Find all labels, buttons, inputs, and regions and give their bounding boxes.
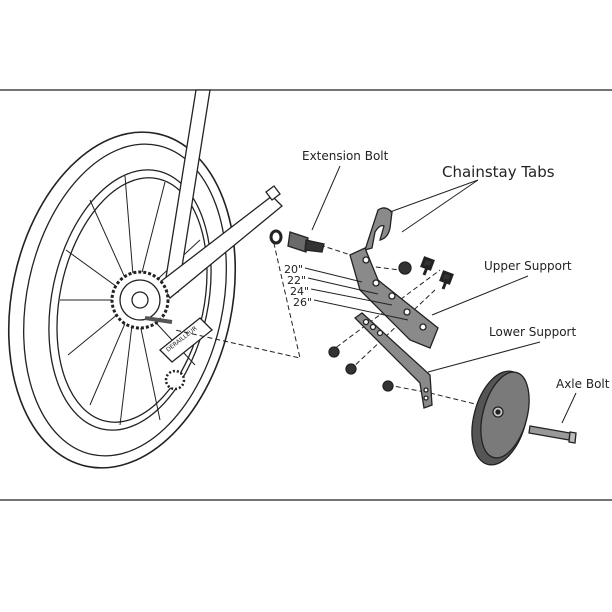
derailleur bbox=[159, 317, 213, 391]
washer bbox=[269, 229, 283, 245]
label-upper-support: Upper Support bbox=[484, 259, 572, 273]
label-axle-bolt: Axle Bolt bbox=[556, 377, 610, 391]
nuts-and-bolts bbox=[328, 256, 454, 392]
extension-bolt-part bbox=[287, 231, 325, 253]
lower-support-part bbox=[353, 312, 433, 409]
label-chainstay-tabs: Chainstay Tabs bbox=[442, 163, 555, 181]
leader-lines bbox=[304, 165, 577, 424]
wheel-size-22: 22" bbox=[287, 274, 307, 287]
axle-bolt-part bbox=[528, 425, 577, 444]
training-wheel-part bbox=[471, 370, 530, 466]
rear-cassette bbox=[110, 270, 170, 330]
wheel-size-24: 24" bbox=[290, 285, 310, 298]
wheel-size-26: 26" bbox=[293, 296, 313, 309]
label-lower-support: Lower Support bbox=[489, 325, 577, 339]
bike-frame bbox=[159, 89, 283, 299]
label-extension-bolt: Extension Bolt bbox=[302, 149, 389, 163]
upper-support-part bbox=[349, 207, 439, 349]
wheel-size-20: 20" bbox=[284, 263, 304, 276]
